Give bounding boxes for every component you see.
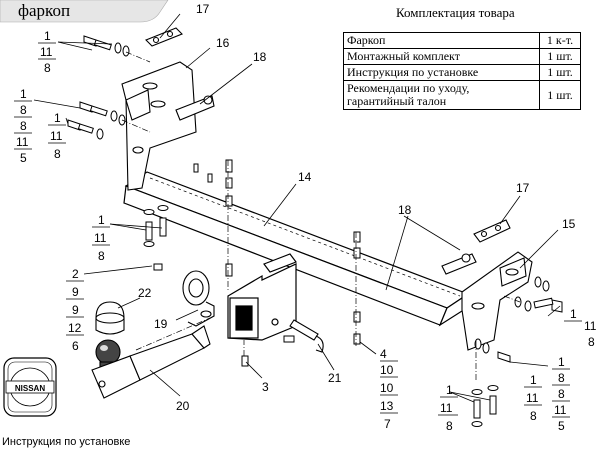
bolt-group-right bbox=[514, 276, 563, 313]
small-fasteners bbox=[193, 159, 361, 367]
stack-label: 1 bbox=[98, 213, 105, 227]
leader-lines bbox=[33, 13, 561, 403]
kit-title: Комплектация товара bbox=[396, 5, 515, 20]
assembly-lines bbox=[121, 51, 521, 380]
bar-bracket-left bbox=[175, 95, 215, 121]
kit-row: Инструкция по установке 1 шт. bbox=[343, 64, 581, 81]
stack-label: 8 bbox=[20, 119, 27, 133]
stack-top-left: 1 11 8 bbox=[38, 29, 56, 75]
right-bracket bbox=[461, 251, 533, 351]
stack-label: 1 bbox=[530, 373, 537, 387]
callout-18-top: 18 bbox=[253, 50, 267, 64]
stack-label: 8 bbox=[588, 335, 595, 349]
stack-label: 13 bbox=[380, 399, 394, 413]
stack-label: 1 bbox=[20, 87, 27, 101]
stack-lower-left: 1 11 8 bbox=[92, 213, 110, 263]
tow-ball-mount bbox=[91, 301, 211, 399]
bar-bracket-right bbox=[441, 253, 477, 275]
stack-label: 11 bbox=[40, 45, 53, 59]
stack-label: 10 bbox=[380, 381, 394, 395]
stack-label: 1 bbox=[44, 29, 51, 43]
stack-label: 11 bbox=[584, 319, 597, 333]
top-plate-right bbox=[473, 219, 511, 243]
callout-19: 19 bbox=[154, 317, 168, 331]
stack-label: 11 bbox=[554, 403, 567, 417]
stack-bottom-right-2: 1 11 8 bbox=[524, 373, 542, 423]
callout-21: 21 bbox=[328, 371, 342, 385]
top-plate-left bbox=[145, 27, 183, 47]
stack-label: 5 bbox=[558, 419, 565, 433]
bolt-group-bottom-right bbox=[471, 338, 511, 427]
kit-item: Рекомендации по уходу, гарантийный талон bbox=[343, 80, 540, 110]
callout-17-top: 17 bbox=[196, 2, 210, 16]
stack-right-upper: 1 11 8 bbox=[564, 307, 597, 349]
stack-label: 1 bbox=[54, 111, 61, 125]
bolt-group-top-left bbox=[83, 35, 130, 57]
stack-label: 8 bbox=[446, 419, 453, 433]
socket-plate bbox=[182, 270, 215, 327]
stack-label: 8 bbox=[98, 249, 105, 263]
stack-label: 8 bbox=[558, 371, 565, 385]
receiver bbox=[227, 253, 297, 341]
callout-15: 15 bbox=[562, 217, 576, 231]
stack-label: 7 bbox=[384, 417, 391, 431]
callout-3: 3 bbox=[262, 380, 269, 394]
stack-left-bottom: 2 9 9 12 6 bbox=[66, 267, 84, 353]
stack-label: 12 bbox=[68, 321, 82, 335]
stack-label: 10 bbox=[380, 363, 394, 377]
kit-row: Монтажный комплект 1 шт. bbox=[343, 48, 581, 65]
kit-table: Фаркоп 1 к-т. Монтажный комплект 1 шт. И… bbox=[343, 32, 581, 110]
callout-20: 20 bbox=[176, 399, 190, 413]
stack-label: 8 bbox=[54, 147, 61, 161]
stack-mid-left: 1 8 8 11 5 bbox=[14, 87, 32, 165]
kit-qty: 1 к-т. bbox=[539, 32, 581, 49]
kit-qty: 1 шт. bbox=[539, 80, 581, 110]
stack-right-lower: 1 8 8 11 5 bbox=[552, 355, 570, 433]
title-tab-shape bbox=[0, 0, 169, 23]
nissan-logo: NISSAN bbox=[3, 357, 57, 417]
stack-label: 9 bbox=[72, 285, 79, 299]
kit-item: Монтажный комплект bbox=[343, 48, 540, 65]
bolt-group-lower-left bbox=[143, 205, 169, 271]
kit-item: Инструкция по установке bbox=[343, 64, 540, 81]
stack-label: 11 bbox=[440, 401, 453, 415]
stack-label: 5 bbox=[20, 151, 27, 165]
callout-16: 16 bbox=[216, 36, 230, 50]
stack-center-bottom: 10 10 13 7 bbox=[380, 360, 398, 431]
logo-text: NISSAN bbox=[15, 384, 45, 393]
stack-bottom-right: 1 11 8 bbox=[438, 383, 458, 433]
stack-label: 11 bbox=[526, 391, 539, 405]
kit-row: Фаркоп 1 к-т. bbox=[343, 32, 581, 49]
left-bracket bbox=[121, 61, 197, 191]
stack-label: 11 bbox=[94, 231, 107, 245]
page-title: фаркоп bbox=[18, 1, 71, 20]
callout-22: 22 bbox=[138, 286, 152, 300]
stack-label: 6 bbox=[72, 339, 79, 353]
stack-label: 8 bbox=[20, 103, 27, 117]
callout-18-right: 18 bbox=[398, 203, 412, 217]
stack-label: 1 bbox=[570, 307, 577, 321]
stack-label: 2 bbox=[72, 267, 79, 281]
kit-row: Рекомендации по уходу, гарантийный талон… bbox=[343, 80, 581, 110]
stack-label: 8 bbox=[558, 387, 565, 401]
footer-text: Инструкция по установке bbox=[2, 436, 131, 448]
callout-14: 14 bbox=[298, 170, 312, 184]
hitch-pin bbox=[289, 319, 324, 353]
stack-label: 11 bbox=[16, 135, 29, 149]
stack-label: 1 bbox=[558, 355, 565, 369]
stack-label: 8 bbox=[530, 409, 537, 423]
stack-label: 8 bbox=[44, 61, 51, 75]
callout-4: 4 bbox=[380, 347, 387, 361]
stack-label: 1 bbox=[446, 383, 453, 397]
callout-17-right: 17 bbox=[516, 181, 530, 195]
stack-mid-left-2: 1 11 8 bbox=[48, 111, 66, 161]
stack-label: 11 bbox=[50, 129, 63, 143]
stack-label: 9 bbox=[72, 303, 79, 317]
kit-qty: 1 шт. bbox=[539, 48, 581, 65]
kit-qty: 1 шт. bbox=[539, 64, 581, 81]
kit-item: Фаркоп bbox=[343, 32, 540, 49]
